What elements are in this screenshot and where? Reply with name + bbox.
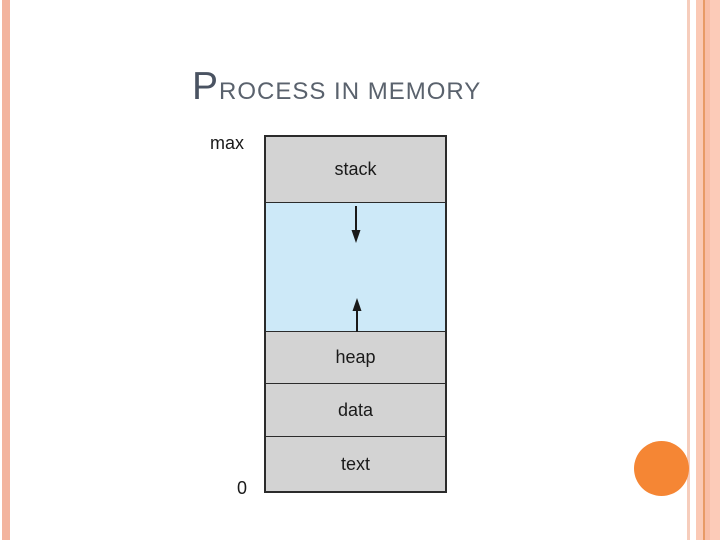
memory-section-label: stack — [334, 159, 377, 179]
memory-section-stack: stack — [266, 137, 445, 203]
left-accent-stripe — [2, 0, 10, 540]
right-accent-stripe-1 — [687, 0, 690, 540]
memory-section-label: data — [337, 399, 374, 420]
right-accent-stripe-2 — [696, 0, 703, 540]
memory-section-text: text — [266, 437, 445, 491]
heap-growth-arrow — [352, 298, 362, 332]
right-accent-stripe-5 — [710, 0, 720, 540]
max-label: max — [210, 133, 245, 153]
memory-section-label: text — [340, 453, 370, 474]
stack-growth-arrow — [351, 206, 361, 243]
memory-section-heap: heap — [266, 332, 445, 384]
right-accent-stripe-4 — [705, 0, 710, 540]
title-text: ROCESS IN MEMORY — [219, 78, 482, 105]
memory-box: stack heap data text — [264, 135, 447, 493]
decorative-circle — [634, 441, 689, 496]
memory-section-label: heap — [335, 347, 376, 367]
memory-section-data: data — [266, 384, 445, 437]
title-drop-cap: P — [192, 65, 220, 108]
zero-label: 0 — [237, 478, 248, 498]
right-accent-stripe-3 — [703, 0, 705, 540]
